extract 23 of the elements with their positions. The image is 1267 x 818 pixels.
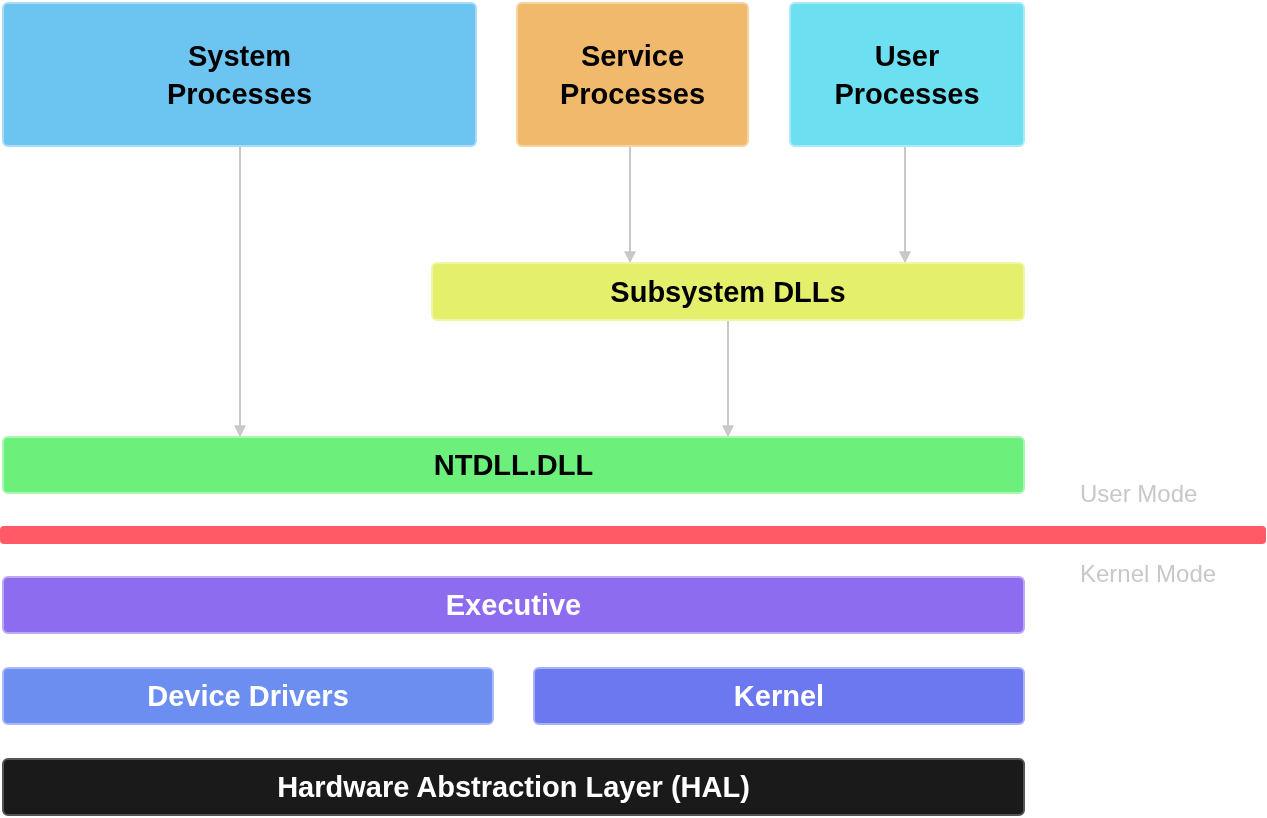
layer-box bbox=[533, 667, 1025, 725]
layer-label: Executive bbox=[445, 588, 582, 623]
layer-box bbox=[2, 576, 1025, 634]
layer-label: User Processes bbox=[833, 38, 981, 112]
layer-label: NTDLL.DLL bbox=[433, 448, 594, 483]
layer-box bbox=[789, 2, 1025, 147]
arrow bbox=[234, 146, 246, 438]
layer-label: Device Drivers bbox=[147, 679, 349, 714]
layer-box bbox=[2, 2, 477, 147]
layer-box bbox=[516, 2, 749, 147]
layer-box bbox=[2, 436, 1025, 494]
arrow bbox=[899, 146, 911, 264]
mode-divider-bar bbox=[0, 526, 1266, 544]
layer-box bbox=[431, 262, 1025, 321]
layer-box bbox=[2, 667, 494, 725]
layer-box bbox=[2, 758, 1025, 816]
arrow bbox=[722, 320, 734, 438]
layer-label: Subsystem DLLs bbox=[610, 274, 846, 310]
layer-label: Kernel bbox=[733, 679, 825, 714]
layer-label: Service Processes bbox=[558, 38, 707, 112]
layer-label: Hardware Abstraction Layer (HAL) bbox=[277, 770, 750, 805]
arrow bbox=[624, 146, 636, 264]
layer-label: System Processes bbox=[165, 38, 314, 112]
